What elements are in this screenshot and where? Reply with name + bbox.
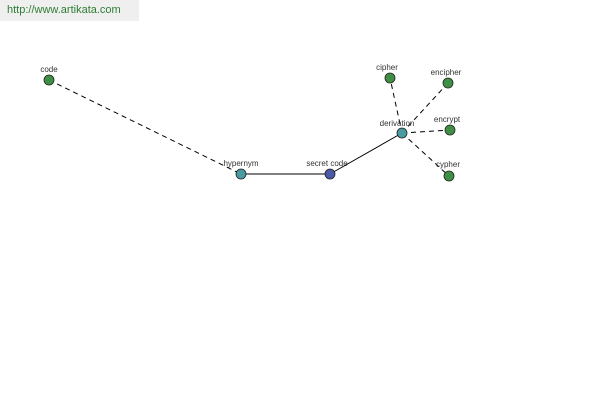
edge-derivation-cypher [401,132,450,177]
edge-derivation-encrypt [401,129,451,134]
node-dot-secret-code[interactable] [324,168,336,180]
edge-derivation-encipher [401,82,449,134]
edge-derivation-cipher [389,77,403,134]
node-label-hypernym[interactable]: hypernym [223,159,258,168]
node-label-cipher[interactable]: cipher [376,63,398,72]
node-label-cypher[interactable]: cypher [436,160,460,169]
node-dot-hypernym[interactable] [235,168,247,180]
node-dot-encipher[interactable] [442,77,454,89]
node-encrypt[interactable]: encrypt [434,115,461,136]
node-hypernym[interactable]: hypernym [223,159,259,180]
node-dot-encrypt[interactable] [444,124,456,136]
node-label-derivation[interactable]: derivation [380,119,415,128]
node-label-encipher[interactable]: encipher [431,68,462,77]
node-label-code[interactable]: code [40,65,58,74]
edge-secret-code-derivation [329,132,403,175]
node-dot-derivation[interactable] [396,127,408,139]
edge-code-hypernym [48,79,242,175]
node-secret-code[interactable]: secret code [306,159,348,180]
node-dot-cipher[interactable] [384,72,396,84]
node-derivation[interactable]: derivation [380,119,415,139]
node-cypher[interactable]: cypher [436,160,460,182]
node-cipher[interactable]: cipher [376,63,398,84]
node-dot-cypher[interactable] [443,170,455,182]
node-code[interactable]: code [40,65,58,86]
site-url-link[interactable]: http://www.artikata.com [7,4,121,16]
site-banner: http://www.artikata.com [0,0,139,21]
node-encipher[interactable]: encipher [431,68,462,89]
node-label-secret-code[interactable]: secret code [306,159,348,168]
node-dot-code[interactable] [43,74,55,86]
node-label-encrypt[interactable]: encrypt [434,115,461,124]
